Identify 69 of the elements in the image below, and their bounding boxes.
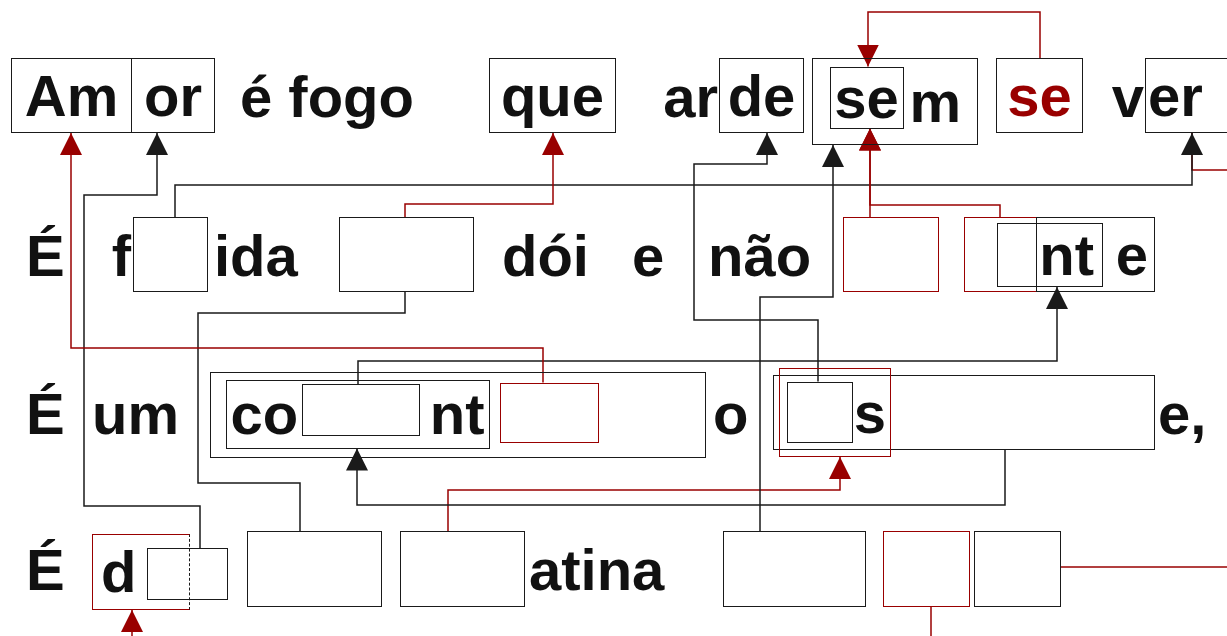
word-text: s xyxy=(853,383,886,442)
arrow xyxy=(693,132,819,383)
word-text: d xyxy=(101,543,137,601)
word-text: co xyxy=(230,385,299,443)
word-box xyxy=(489,58,616,133)
empty-box xyxy=(147,548,228,600)
word-text: um xyxy=(92,385,179,443)
arrow xyxy=(857,11,1041,68)
word-text: dói xyxy=(502,227,589,285)
connector-line xyxy=(1060,566,1227,568)
word-text: e, xyxy=(1158,385,1207,443)
empty-box xyxy=(843,217,939,292)
word-box xyxy=(11,58,132,133)
word-text: f xyxy=(111,227,131,285)
word-box xyxy=(1036,217,1155,292)
word-box xyxy=(92,534,190,610)
empty-box xyxy=(723,531,866,607)
arrow xyxy=(121,609,143,636)
empty-box xyxy=(133,217,208,292)
word-box xyxy=(131,58,215,133)
word-text: de xyxy=(727,66,796,125)
word-text: É xyxy=(26,385,65,443)
empty-box xyxy=(400,531,525,607)
arrow xyxy=(60,132,544,384)
word-text: or xyxy=(144,66,202,125)
word-text: ar xyxy=(663,68,718,126)
arrow xyxy=(174,132,1203,218)
word-text: nt xyxy=(429,385,485,443)
word-text: er xyxy=(1148,66,1203,125)
arrow xyxy=(357,286,1068,385)
word-box xyxy=(779,368,891,457)
empty-box xyxy=(773,375,1155,450)
empty-box xyxy=(302,384,420,436)
word-text: atina xyxy=(529,541,665,599)
word-text: Am xyxy=(24,66,119,125)
word-text: não xyxy=(708,227,812,285)
arrow xyxy=(759,144,844,532)
empty-box xyxy=(210,372,706,458)
word-box xyxy=(996,58,1083,133)
word-text: É xyxy=(26,227,65,285)
word-text: se xyxy=(834,68,899,127)
arrow xyxy=(346,447,1006,506)
word-text: nt xyxy=(1039,226,1094,284)
word-text: m xyxy=(909,72,961,131)
word-box xyxy=(812,58,978,145)
word-text: e xyxy=(632,227,665,285)
word-text: se xyxy=(1007,66,1072,125)
word-text: e xyxy=(1115,225,1148,284)
word-text: ida xyxy=(214,227,298,285)
connector-line xyxy=(197,291,406,532)
empty-box xyxy=(974,531,1061,607)
arrow xyxy=(859,127,881,218)
arrow xyxy=(404,132,564,218)
empty-box xyxy=(247,531,382,607)
word-box xyxy=(225,379,490,449)
arrow xyxy=(447,456,851,532)
empty-box xyxy=(786,381,853,443)
word-text: v xyxy=(1111,68,1144,126)
word-box xyxy=(1145,58,1227,133)
arrow xyxy=(83,132,201,549)
empty-box xyxy=(964,217,1037,292)
connector-line xyxy=(930,606,932,636)
word-text: o xyxy=(713,385,749,443)
empty-box xyxy=(339,217,474,292)
empty-box xyxy=(883,531,970,607)
word-box xyxy=(997,223,1103,287)
empty-box xyxy=(499,382,599,443)
word-box xyxy=(719,58,804,133)
word-text: É xyxy=(26,541,65,599)
